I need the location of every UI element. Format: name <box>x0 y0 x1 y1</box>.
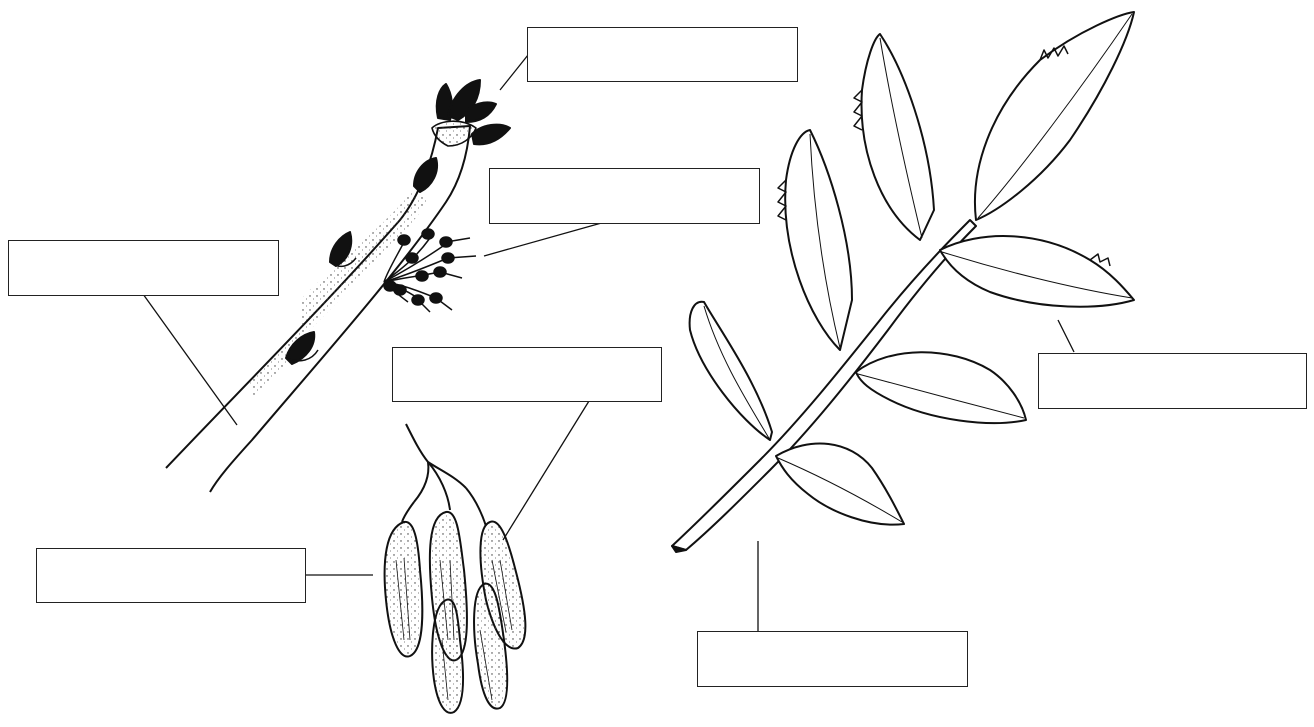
label-box-top-twig[interactable] <box>527 27 798 82</box>
leader-lines <box>143 55 1074 631</box>
label-box-seeds-top[interactable] <box>392 347 662 402</box>
label-box-leaflet[interactable] <box>1038 353 1307 409</box>
leader-line-2 <box>484 222 605 256</box>
label-box-seeds-left[interactable] <box>36 548 306 603</box>
leader-line-4 <box>503 401 589 540</box>
label-box-leaf[interactable] <box>697 631 968 687</box>
leader-line-3 <box>143 294 237 425</box>
label-box-flowers[interactable] <box>489 168 760 224</box>
leader-line-6 <box>1058 320 1074 352</box>
leader-line-1 <box>500 55 528 90</box>
label-box-left-twig[interactable] <box>8 240 279 296</box>
seed-cluster-drawing <box>385 424 526 713</box>
compound-leaf-drawing <box>672 12 1134 552</box>
flower-cluster-drawing <box>384 229 476 312</box>
